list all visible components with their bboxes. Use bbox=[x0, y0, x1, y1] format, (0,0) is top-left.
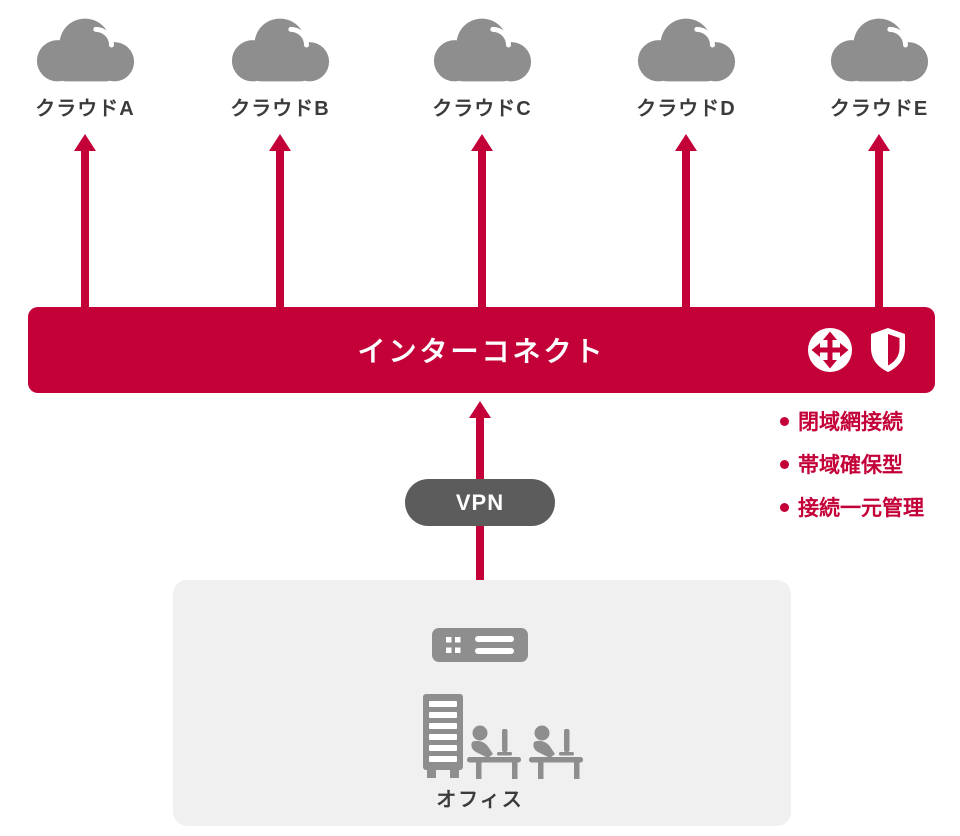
arrow-up-to-cloud-d bbox=[682, 150, 690, 308]
workers-icon bbox=[467, 725, 583, 779]
feature-item: 閉域網接続 bbox=[780, 406, 924, 436]
vpn-pill: VPN bbox=[405, 479, 555, 526]
feature-label: 閉域網接続 bbox=[798, 411, 903, 434]
router-icon bbox=[432, 628, 528, 662]
cloud-label: クラウドC bbox=[432, 98, 532, 120]
cloud-icon bbox=[433, 18, 532, 82]
office-label: オフィス bbox=[436, 789, 524, 811]
feature-label: 接続一元管理 bbox=[798, 497, 924, 520]
cloud-icon bbox=[830, 18, 929, 82]
interconnect-bar: インターコネクト bbox=[28, 307, 935, 393]
feature-label: 帯域確保型 bbox=[798, 454, 903, 477]
building-icon bbox=[423, 694, 463, 778]
arrow-up-to-cloud-e bbox=[875, 150, 883, 308]
interconnect-title: インターコネクト bbox=[357, 336, 606, 367]
interconnect-icons bbox=[807, 327, 909, 373]
feature-list: 閉域網接続 帯域確保型 接続一元管理 bbox=[780, 406, 924, 535]
bullet-dot bbox=[780, 416, 789, 426]
cloud-node-d: クラウドD bbox=[611, 14, 761, 121]
office-box bbox=[173, 580, 791, 826]
arrow-up-to-cloud-a bbox=[81, 150, 89, 308]
shield-icon bbox=[871, 328, 905, 372]
cloud-icon bbox=[231, 18, 330, 82]
cloud-label: クラウドB bbox=[230, 98, 330, 120]
cloud-node-b: クラウドB bbox=[205, 14, 355, 121]
cloud-node-c: クラウドC bbox=[407, 14, 557, 121]
arrow-up-to-cloud-b bbox=[276, 150, 284, 308]
cloud-label: クラウドE bbox=[829, 98, 929, 120]
four-way-arrows-icon bbox=[808, 328, 852, 372]
cloud-label: クラウドA bbox=[35, 98, 135, 120]
cloud-node-e: クラウドE bbox=[804, 14, 954, 121]
cloud-icon bbox=[36, 18, 135, 82]
cloud-label: クラウドD bbox=[636, 98, 736, 120]
bullet-dot bbox=[780, 502, 789, 512]
cloud-icon bbox=[637, 18, 736, 82]
feature-item: 接続一元管理 bbox=[780, 492, 924, 522]
vpn-label: VPN bbox=[455, 489, 505, 515]
feature-item: 帯域確保型 bbox=[780, 449, 924, 479]
bullet-dot bbox=[780, 459, 789, 469]
cloud-node-a: クラウドA bbox=[10, 14, 160, 121]
arrow-up-to-cloud-c bbox=[478, 150, 486, 308]
